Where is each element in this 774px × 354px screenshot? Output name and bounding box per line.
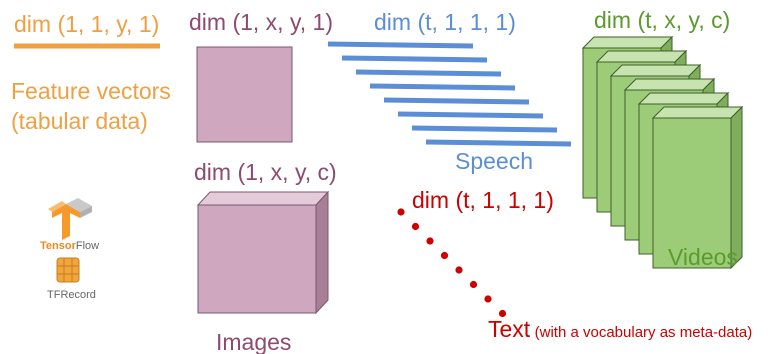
text-token-dot	[440, 251, 449, 260]
speech-bar	[341, 55, 488, 63]
grayscale-image-dim-label: dim (1, x, y, 1)	[189, 9, 333, 35]
speech-label: Speech	[455, 148, 534, 174]
speech-bar	[411, 125, 558, 133]
cube-side-face	[315, 190, 329, 315]
speech-dim-label: dim (t, 1, 1, 1)	[374, 9, 516, 35]
text-token-dot	[455, 266, 463, 274]
speech-bar	[397, 111, 544, 119]
text-token-dot	[411, 222, 420, 231]
speech-bar	[327, 41, 474, 49]
tensorflow-logo-icon	[48, 198, 92, 240]
videos-dim-label: dim (t, x, y, c)	[594, 7, 731, 33]
color-image-cube	[196, 190, 330, 315]
tensorflow-suffix: Flow	[75, 240, 100, 252]
text-token-dot	[498, 309, 507, 318]
video-frame	[651, 105, 744, 270]
tensorflow-prefix: Tensor	[40, 240, 76, 252]
tabular-data-label: (tabular data)	[11, 108, 148, 134]
text-title: Text	[488, 316, 531, 342]
speech-bar	[369, 83, 516, 91]
cube-front-face	[197, 204, 317, 314]
feature-vector-dim-label: dim (1, 1, y, 1)	[14, 11, 160, 37]
speech-bars	[327, 41, 572, 147]
videos-label: Videos	[668, 244, 738, 270]
text-vocabulary-note: (with a vocabulary as meta-data)	[534, 324, 753, 341]
tensorflow-wordmark: TensorFlow	[40, 241, 99, 252]
text-dim-label: dim (t, 1, 1, 1)	[412, 187, 554, 213]
cube-top-face	[196, 191, 330, 206]
images-label: Images	[216, 329, 292, 354]
video-frames	[581, 35, 744, 270]
speech-bar	[383, 97, 530, 105]
text-token-dot	[484, 295, 492, 303]
grayscale-image-square	[196, 46, 293, 143]
text-token-dot	[426, 237, 434, 245]
tfrecord-logo-icon	[56, 257, 80, 283]
speech-bar	[425, 139, 572, 147]
text-label: Text (with a vocabulary as meta-data)	[488, 318, 752, 341]
tfrecord-wordmark: TFRecord	[47, 289, 96, 301]
speech-bar	[355, 69, 502, 77]
feature-vectors-label: Feature vectors	[11, 78, 171, 104]
text-dots	[397, 208, 507, 318]
color-image-dim-label: dim (1, x, y, c)	[194, 159, 337, 185]
text-token-dot	[469, 280, 478, 289]
text-token-dot	[397, 208, 405, 216]
